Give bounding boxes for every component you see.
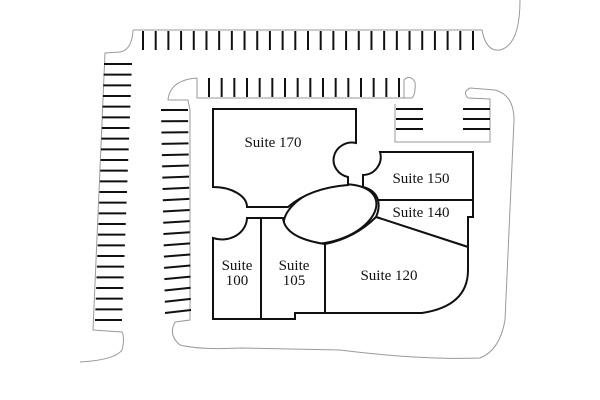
parking-stall-left-inner [162,209,190,213]
suite-120-label: Suite 120 [360,268,417,284]
outer-lot-outline [79,0,521,363]
parking-stall-left-inner [164,286,191,292]
parking-stalls [95,31,490,321]
suite-120[interactable] [324,215,469,314]
parking-stall-left-inner [164,264,191,269]
parking-stall-left-inner [162,175,190,179]
parking-stall-left-inner [164,309,192,314]
suite-105[interactable] [260,217,326,320]
suite-100[interactable] [212,217,262,320]
suite-140-label: Suite 140 [392,205,449,221]
suite-105-label-line1: Suite [279,258,310,274]
suite-105-label-line2: 105 [283,273,306,289]
parking-stall-left-inner [164,275,191,281]
parking-stall-left-inner [161,153,189,157]
suite-170[interactable] [212,108,357,208]
parking-stall-left-inner [162,197,190,202]
suite-100-label-line1: Suite [222,258,253,274]
parking-stall-left-inner [163,242,191,247]
parking-stall-left-inner [161,142,189,145]
suite-150-label: Suite 150 [392,171,449,187]
parking-stall-left-inner [163,220,190,224]
parking-stall-left-inner [164,297,191,303]
suite-170-label: Suite 170 [244,135,301,151]
parking-stall-left-inner [162,164,189,168]
parking-stall-left-inner [162,186,190,190]
suite-100-label-line2: 100 [226,273,249,289]
inner-lot-outline [167,76,515,359]
parking-stall-left-inner [163,231,190,236]
suite-140[interactable] [374,199,474,249]
parking-stall-left-inner [163,253,191,258]
